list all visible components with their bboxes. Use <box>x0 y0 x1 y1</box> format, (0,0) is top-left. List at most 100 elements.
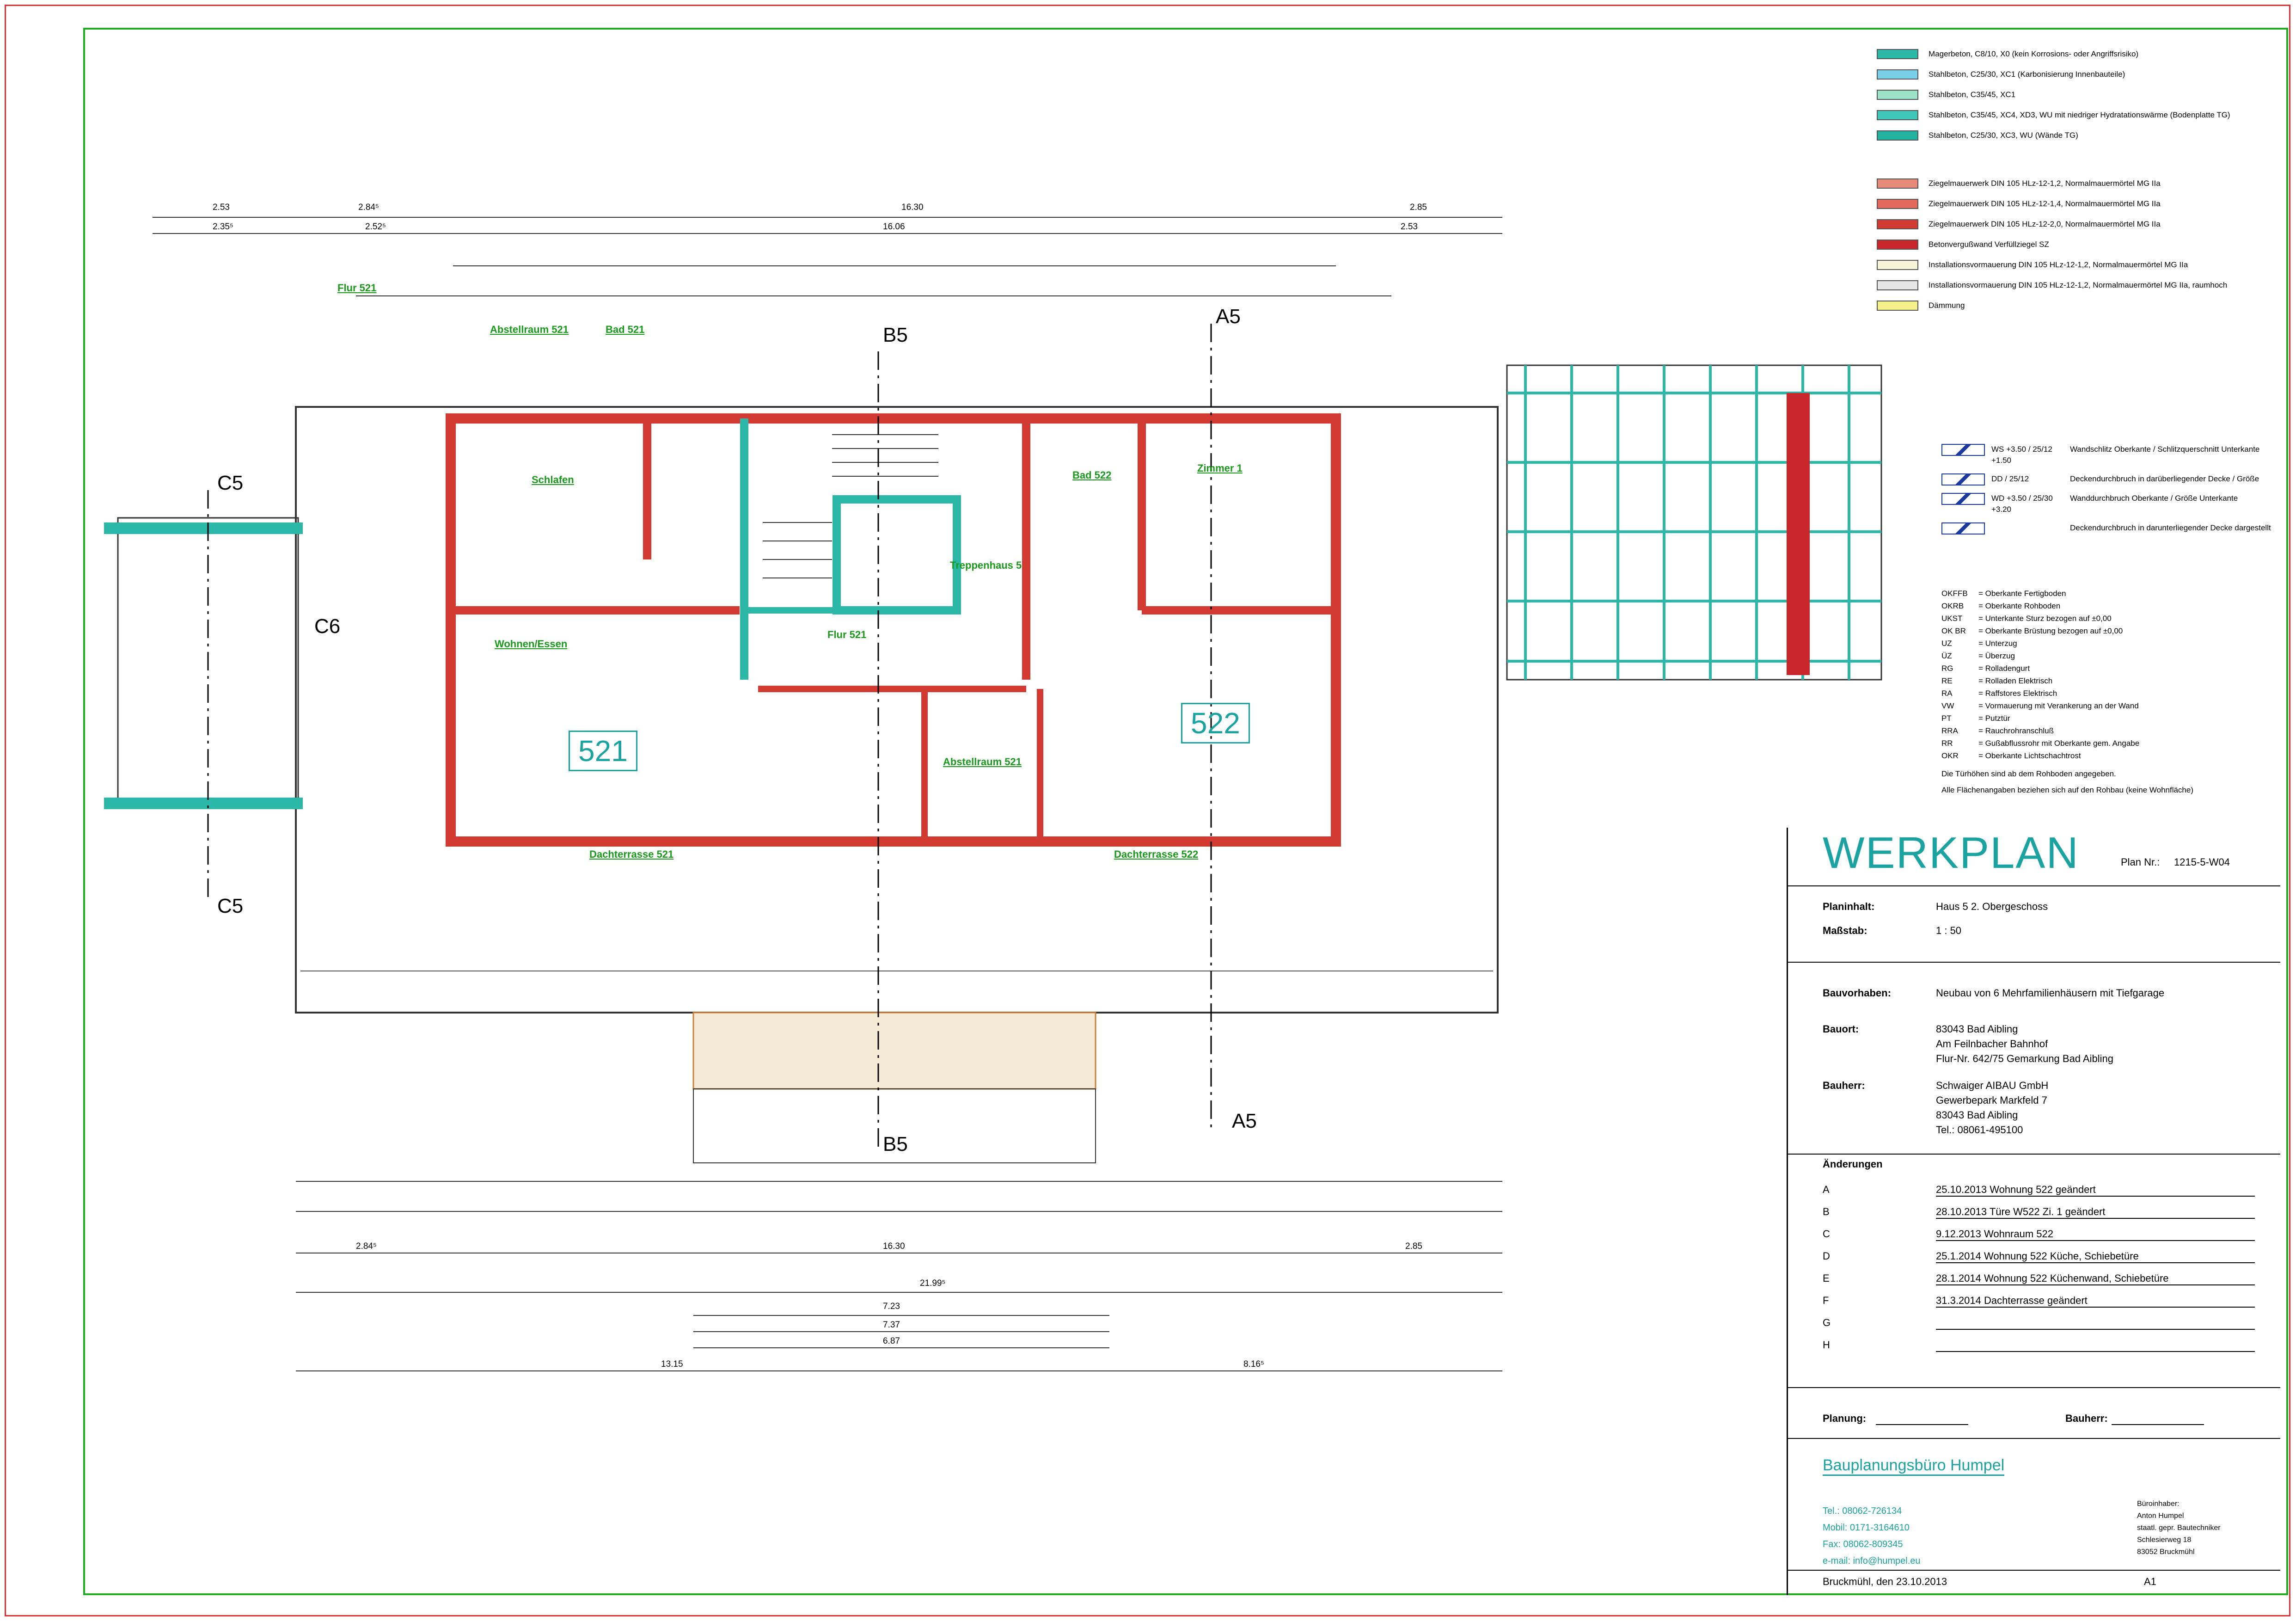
legend-label: Installationsvormauerung DIN 105 HLz-12-… <box>1929 260 2188 269</box>
opening-text: Wandschlitz Oberkante / Schlitzquerschni… <box>2070 445 2260 454</box>
legend-swatch <box>1877 69 1918 80</box>
bauherr-sign-label: Bauherr: <box>2065 1413 2108 1424</box>
plan-number: Plan Nr.: 1215-5-W04 <box>2121 856 2230 868</box>
abbreviation-value: = Vormauerung mit Verankerung an der Wan… <box>1978 701 2139 710</box>
abbreviation-row: OKFFB= Oberkante Fertigboden <box>1941 587 2193 600</box>
sheet-size: A1 <box>2144 1576 2156 1587</box>
aenderungen-label: Änderungen <box>1823 1158 1883 1170</box>
bauort-label: Bauort: <box>1823 1023 1859 1035</box>
abbreviation-value: = Überzug <box>1978 651 2015 660</box>
change-row: H <box>1823 1339 2255 1352</box>
change-text: 25.1.2014 Wohnung 522 Küche, Schiebetüre <box>1936 1250 2255 1263</box>
change-text: 9.12.2013 Wohnraum 522 <box>1936 1228 2255 1241</box>
abbreviation-value: = Unterzug <box>1978 639 2017 648</box>
legend-label: Ziegelmauerwerk DIN 105 HLz-12-1,4, Norm… <box>1929 199 2161 208</box>
legend-row: Magerbeton, C8/10, X0 (kein Korrosions- … <box>1877 44 2279 64</box>
divider <box>1788 1438 2280 1439</box>
opening-code: WS +3.50 / 25/12 +1.50 <box>1991 445 2052 465</box>
opening-symbol <box>1941 493 1985 505</box>
abbreviation-key: ÜZ <box>1941 651 1952 660</box>
detail-frame <box>1506 364 1882 681</box>
change-text: 28.1.2014 Wohnung 522 Küchenwand, Schieb… <box>1936 1272 2255 1285</box>
planung-signature-line <box>1876 1424 1968 1425</box>
section-lines <box>207 324 1212 1147</box>
abbreviation-value: = Rauchrohranschluß <box>1978 726 2054 735</box>
dimension: 13.15 <box>661 1359 683 1369</box>
change-row: G <box>1823 1317 2255 1330</box>
legend-row: Stahlbeton, C35/45, XC4, XD3, WU mit nie… <box>1877 105 2279 125</box>
change-text: 31.3.2014 Dachterrasse geändert <box>1936 1295 2255 1308</box>
bauherr-signature-line <box>2112 1424 2204 1425</box>
abbreviation-value: = Raffstores Elektrisch <box>1978 689 2057 698</box>
room-label: Wohnen/Essen <box>495 638 568 650</box>
legend-row: Ziegelmauerwerk DIN 105 HLz-12-1,2, Norm… <box>1877 173 2279 194</box>
dimension: 16.30 <box>901 203 924 212</box>
opening-symbol <box>1941 444 1985 456</box>
change-letter: E <box>1823 1272 1830 1284</box>
abbreviation-row: OKRB= Oberkante Rohboden <box>1941 600 2193 612</box>
planinhalt-value: Haus 5 2. Obergeschoss <box>1936 901 2048 912</box>
opening-legend: WS +3.50 / 25/12 +1.50 Wandschlitz Oberka… <box>1941 444 2271 542</box>
legend-row: Installationsvormauerung DIN 105 HLz-12-… <box>1877 275 2279 295</box>
room-label: Abstellraum 521 <box>490 324 569 335</box>
massstab-value: 1 : 50 <box>1936 925 1962 936</box>
dimension: 2.53 <box>213 203 230 212</box>
legend-swatch <box>1877 130 1918 141</box>
legend-row: Stahlbeton, C25/30, XC3, WU (Wände TG) <box>1877 125 2279 146</box>
section-marker: C5 <box>217 472 244 494</box>
legend-label: Installationsvormauerung DIN 105 HLz-12-… <box>1929 281 2228 289</box>
change-text <box>1936 1339 2255 1352</box>
divider <box>1788 1387 2280 1388</box>
abbreviation-value: = Unterkante Sturz bezogen auf ±0,00 <box>1978 614 2112 623</box>
change-row: E 28.1.2014 Wohnung 522 Küchenwand, Schie… <box>1823 1272 2255 1285</box>
abbreviation-value: = Gußabflussrohr mit Oberkante gem. Anga… <box>1978 739 2140 748</box>
change-letter: B <box>1823 1206 1830 1217</box>
legend-label: Betonvergußwand Verfüllziegel SZ <box>1929 240 2049 249</box>
abbreviation-key: OKR <box>1941 751 1959 760</box>
planinhalt-label: Planinhalt: <box>1823 901 1875 912</box>
unit-number: 521 <box>569 731 637 771</box>
legend-label: Ziegelmauerwerk DIN 105 HLz-12-1,2, Norm… <box>1929 179 2161 188</box>
abbreviation-row: ÜZ = Überzug <box>1941 650 2193 662</box>
abbreviation-row: RG= Rolladengurt <box>1941 662 2193 675</box>
legend-swatch <box>1877 178 1918 189</box>
bauvorhaben-value: Neubau von 6 Mehrfamilienhäusern mit Tie… <box>1936 987 2165 999</box>
legend-swatch <box>1877 219 1918 229</box>
stair-treads <box>763 434 938 578</box>
abbreviation-row: PT= Putztür <box>1941 712 2193 725</box>
section-marker: B5 <box>883 1133 908 1155</box>
dimension: 6.87 <box>883 1336 900 1346</box>
abbreviation-key: RE <box>1941 676 1953 685</box>
abbreviation-value: = Oberkante Lichtschachtrost <box>1978 751 2081 760</box>
massstab-label: Maßstab: <box>1823 925 1867 936</box>
legend-row: Installationsvormauerung DIN 105 HLz-12-… <box>1877 255 2279 275</box>
room-label: Bad 522 <box>1072 469 1112 481</box>
opening-legend-row: WS +3.50 / 25/12 +1.50 Wandschlitz Oberka… <box>1941 444 2271 466</box>
abbreviation-value: = Rolladengurt <box>1978 664 2030 673</box>
dimension: 21.99⁵ <box>920 1278 946 1288</box>
abbreviation-row: VW= Vormauerung mit Verankerung an der W… <box>1941 700 2193 712</box>
legend-swatch <box>1877 280 1918 290</box>
inner-frame <box>83 28 2288 1595</box>
legend-label: Dämmung <box>1929 301 1965 310</box>
legend-swatch <box>1877 49 1918 59</box>
dimension: 2.84⁵ <box>358 203 379 212</box>
opening-code: WD +3.50 / 25/30 +3.20 <box>1991 494 2053 514</box>
legend-note: Alle Flächenangaben beziehen sich auf de… <box>1941 786 2194 794</box>
roof-edge <box>693 1088 1096 1163</box>
dimension: 7.23 <box>883 1302 900 1311</box>
place-date: Bruckmühl, den 23.10.2013 <box>1823 1576 1947 1587</box>
abbreviation-row: OKR = Oberkante Lichtschachtrost <box>1941 750 2193 762</box>
detail-beam <box>1787 393 1810 675</box>
legend-swatch <box>1877 260 1918 270</box>
dimension: 2.85 <box>1405 1241 1422 1251</box>
abbreviation-value: = Oberkante Fertigboden <box>1978 589 2066 598</box>
section-marker: B5 <box>883 324 908 346</box>
